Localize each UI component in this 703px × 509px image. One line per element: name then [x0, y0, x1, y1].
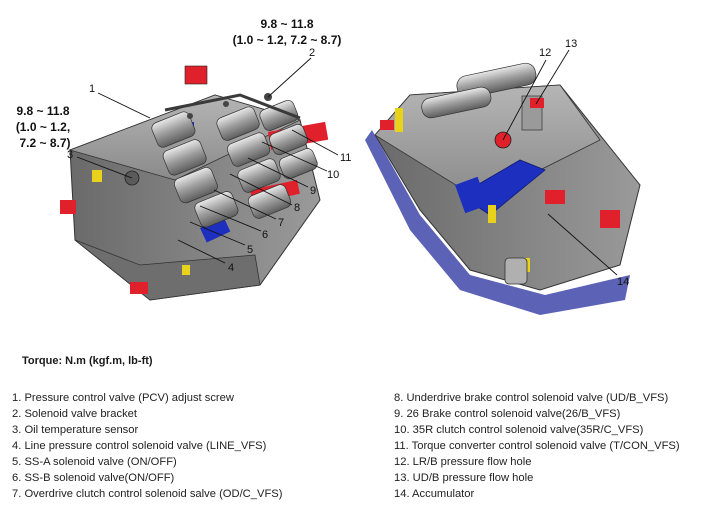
torque-spec-left-line1: 9.8 ~ 11.8 [16, 104, 69, 118]
solenoid-row [124, 93, 318, 228]
callout-9: 9 [310, 185, 316, 197]
legend-item: 14. Accumulator [394, 488, 475, 500]
callout-1: 1 [89, 83, 95, 95]
callout-5: 5 [247, 244, 253, 256]
legend-item: 13. UD/B pressure flow hole [394, 472, 534, 484]
legend-item: 3. Oil temperature sensor [12, 424, 139, 436]
legend-item: 9. 26 Brake control solenoid valve(26/B_… [394, 408, 621, 420]
callout-11: 11 [340, 152, 351, 164]
legend-item: 11. Torque converter control solenoid va… [394, 440, 680, 452]
callout-2: 2 [309, 47, 315, 59]
callout-4: 4 [228, 262, 234, 274]
callout-6: 6 [262, 229, 268, 241]
legend-item: 2. Solenoid valve bracket [12, 408, 138, 420]
callout-3: 3 [67, 149, 73, 161]
torque-spec-top-line1: 9.8 ~ 11.8 [260, 17, 313, 31]
legend-item: 5. SS-A solenoid valve (ON/OFF) [12, 456, 177, 468]
legend-item: 1. Pressure control valve (PCV) adjust s… [12, 392, 234, 404]
legend-item: 6. SS-B solenoid valve(ON/OFF) [12, 472, 175, 484]
callout-7: 7 [278, 217, 284, 229]
right-valve-body [365, 62, 641, 315]
callout-12: 12 [539, 47, 551, 59]
legend-item: 12. LR/B pressure flow hole [394, 456, 532, 468]
callout-8: 8 [294, 202, 300, 214]
legend-item: 4. Line pressure control solenoid valve … [12, 440, 267, 452]
valve-body-illustration: 9.8 ~ 11.8 (1.0 ~ 1.2, 7.2 ~ 8.7) 9.8 ~ … [16, 17, 641, 315]
torque-spec-top: 9.8 ~ 11.8 (1.0 ~ 1.2, 7.2 ~ 8.7) [233, 17, 342, 47]
torque-spec-left-line3: 7.2 ~ 8.7) [19, 136, 70, 150]
callout-13: 13 [565, 38, 577, 50]
torque-spec-top-line2: (1.0 ~ 1.2, 7.2 ~ 8.7) [233, 33, 342, 47]
legend-item: 10. 35R clutch control solenoid valve(35… [394, 424, 644, 436]
torque-caption: Torque: N.m (kgf.m, lb-ft) [22, 355, 153, 367]
callout-14: 14 [617, 276, 629, 288]
leader-lines [76, 49, 618, 276]
legend-item: 7. Overdrive clutch control solenoid sal… [12, 488, 283, 500]
legend-item: 8. Underdrive brake control solenoid val… [394, 392, 669, 404]
legend-left-column: 1. Pressure control valve (PCV) adjust s… [12, 390, 282, 502]
torque-spec-left: 9.8 ~ 11.8 (1.0 ~ 1.2, 7.2 ~ 8.7) [16, 104, 71, 150]
callout-10: 10 [327, 169, 339, 181]
callout-numbers: 1 2 3 4 5 6 7 8 9 10 11 12 13 14 [67, 38, 629, 288]
torque-spec-left-line2: (1.0 ~ 1.2, [16, 120, 70, 134]
legend-right-column: 8. Underdrive brake control solenoid val… [394, 390, 680, 502]
